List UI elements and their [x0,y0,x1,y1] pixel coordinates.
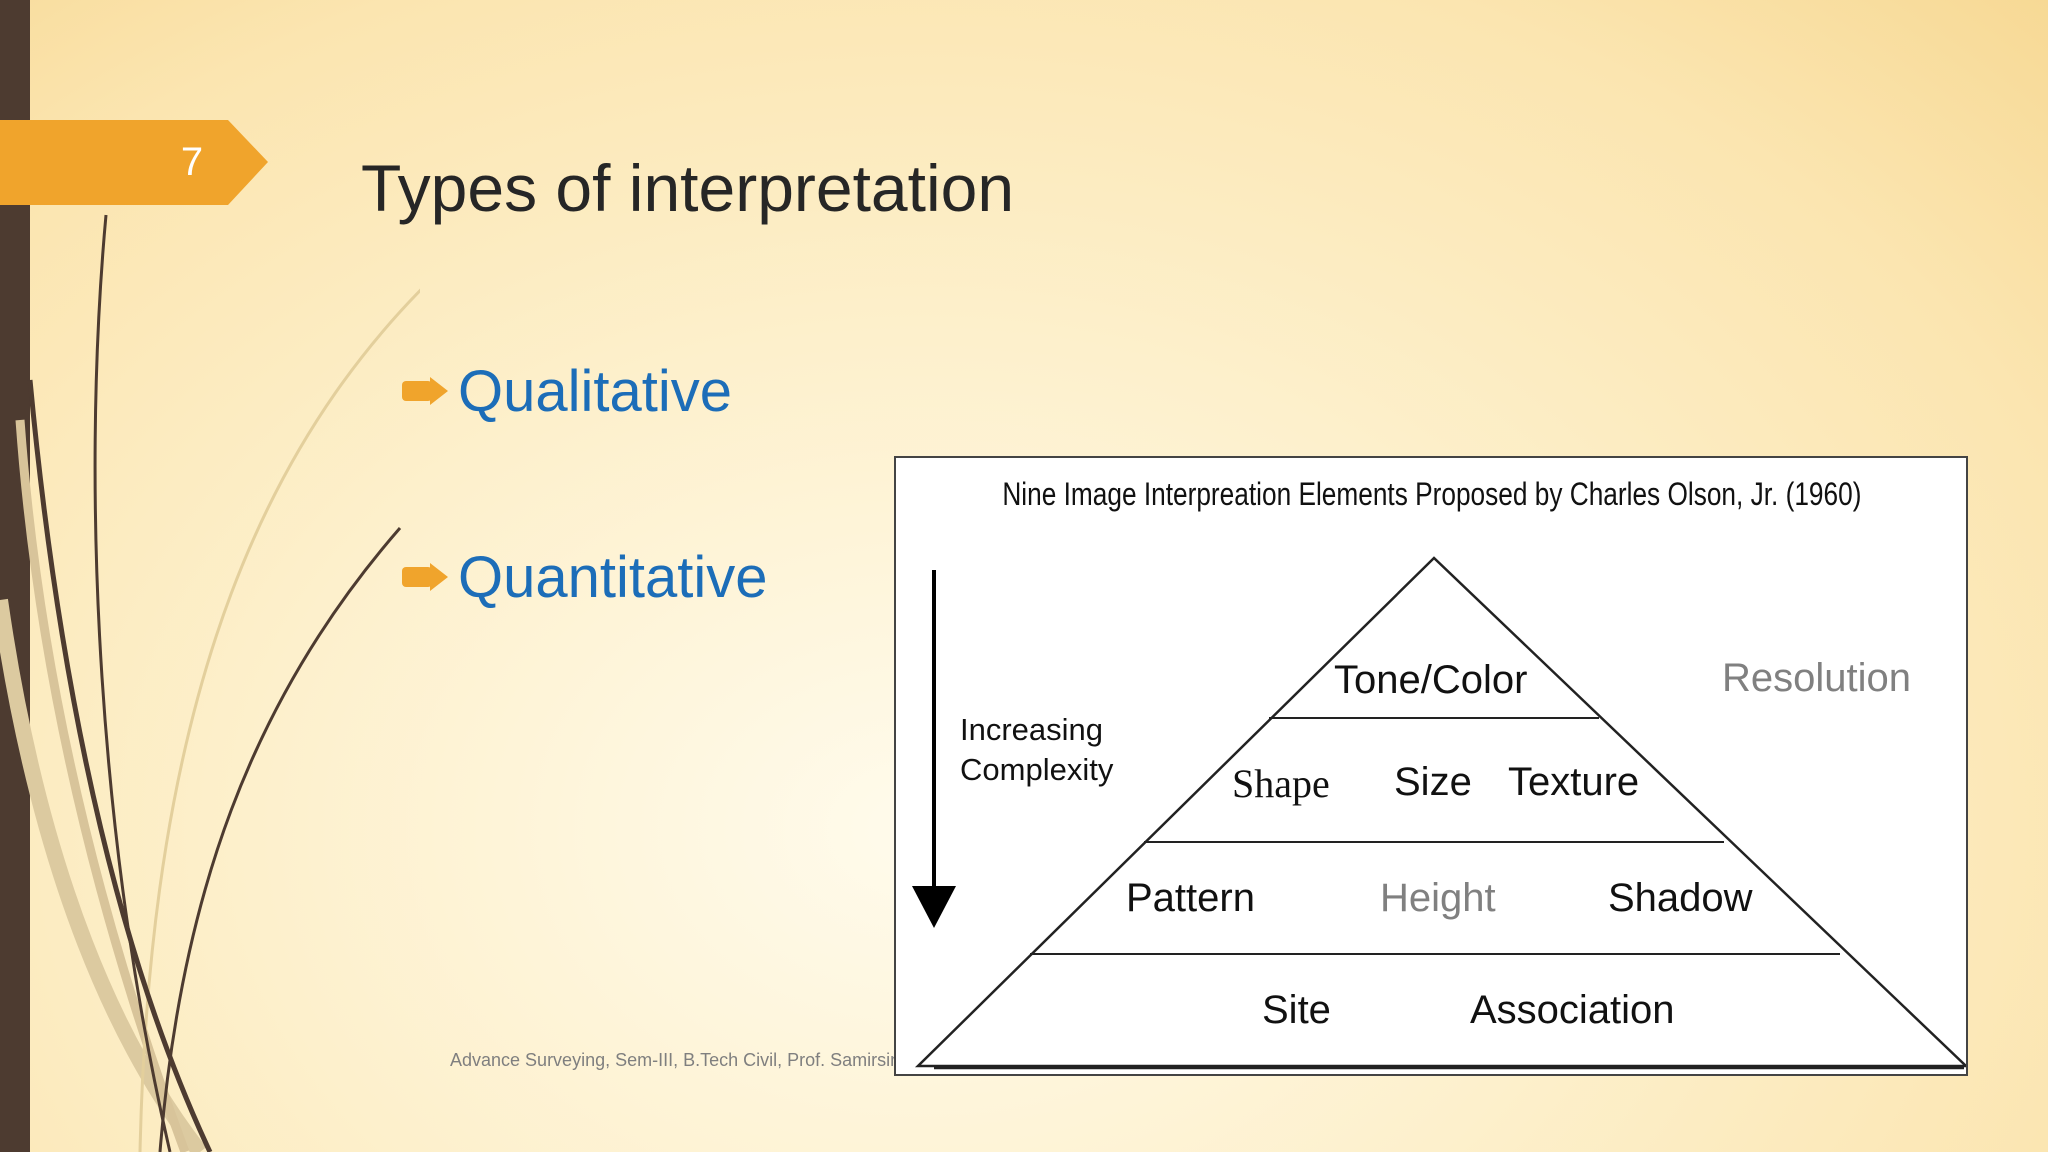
diagram-title: Nine Image Interpreation Elements Propos… [993,476,1870,513]
slide-number: 7 [150,120,234,205]
tier-label-size: Size [1394,760,1472,805]
tier-label-shape: Shape [1232,760,1330,807]
complexity-label: Increasing Complexity [960,710,1113,790]
bullet-item-qualitative: Qualitative [402,356,732,426]
bullet-item-quantitative: Quantitative [402,542,768,612]
complexity-label-line-2: Complexity [960,750,1113,790]
bullet-label: Qualitative [458,358,732,425]
complexity-label-line-1: Increasing [960,710,1113,750]
slide-title: Types of interpretation [361,150,1014,226]
tier-label-tone-color: Tone/Color [1334,658,1527,703]
olson-pyramid-diagram: Nine Image Interpreation Elements Propos… [894,456,1968,1076]
arrow-bullet-icon [402,377,448,405]
pyramid-outline [918,558,1966,1066]
tier-label-shadow: Shadow [1608,876,1753,921]
tier-label-pattern: Pattern [1126,876,1255,921]
complexity-arrow-head [912,886,956,928]
arrow-bullet-icon [402,563,448,591]
resolution-label: Resolution [1722,656,1911,701]
tier-label-height: Height [1380,876,1496,921]
tier-label-association: Association [1470,988,1675,1033]
tier-label-site: Site [1262,988,1331,1033]
tier-label-texture: Texture [1508,760,1639,805]
bullet-label: Quantitative [458,544,768,611]
